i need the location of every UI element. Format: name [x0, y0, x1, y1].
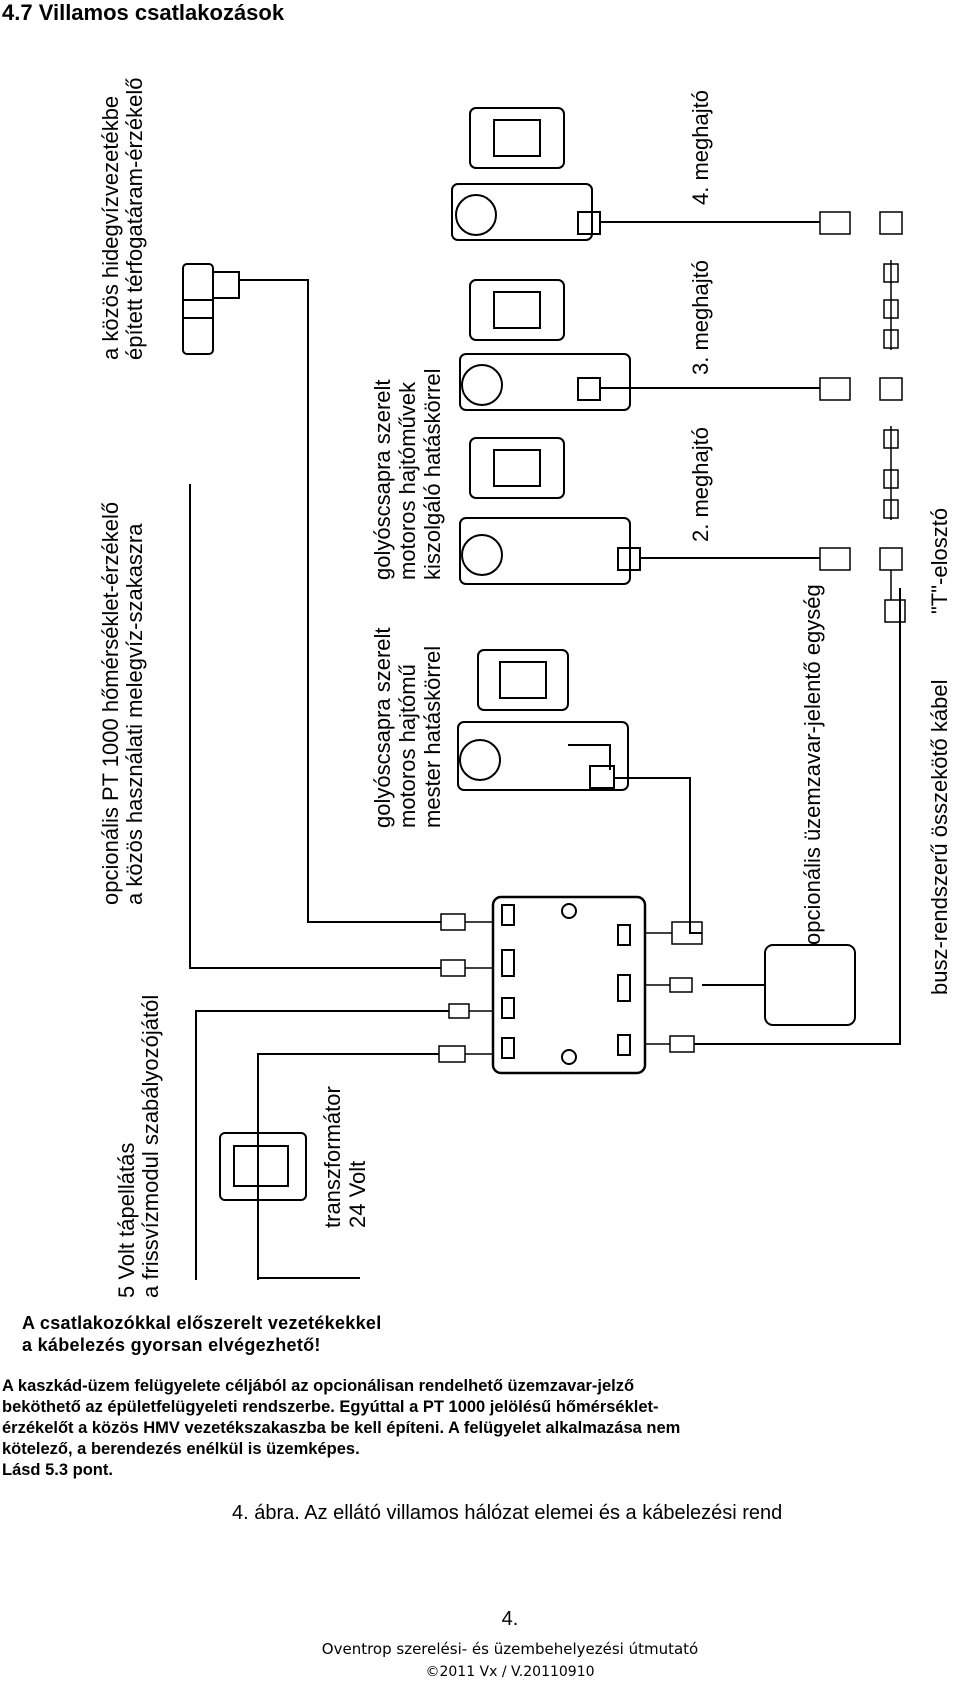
footer-manual-title: Oventrop szerelési- és üzembehelyezési ú… [321, 1640, 699, 1658]
footer-copyright: ©2011 Vx / V.20110910 [425, 1664, 595, 1680]
label-drive-3: 3. meghajtó [688, 260, 713, 375]
section-title: 4.7 Villamos csatlakozások [2, 0, 285, 25]
label-slaves-line2: motoros hajtóművek [395, 381, 420, 580]
drive-4-actuator [451, 107, 851, 241]
controller-box [491, 895, 647, 1075]
controller-right-connectors [645, 921, 703, 1053]
label-transformer-line2: 24 Volt [345, 1160, 370, 1228]
master-actuator [457, 649, 702, 934]
flow-sensor [182, 263, 240, 355]
label-bus-cable: busz-rendszerű összekötő kábel [927, 679, 952, 996]
label-master-line3: mester hatáskörrel [420, 645, 445, 828]
figure-caption: 4. ábra. Az ellátó villamos hálózat elem… [232, 1502, 783, 1524]
label-transformer-line1: transzformátor [320, 1086, 345, 1228]
label-t-splitter: "T"-elosztó [927, 507, 952, 614]
controller-left-connectors [438, 913, 493, 1063]
label-flow-sensor-line1: a közös hidegvízvezetékbe [98, 95, 123, 360]
paragraph-line: kötelező, a berendezés enélkül is üzemké… [2, 1440, 360, 1458]
paragraph-line: beköthető az épületfelügyeleti rendszerb… [2, 1398, 659, 1416]
label-master-line2: motoros hajtómű [395, 664, 420, 828]
prewired-note-line1: A csatlakozókkal előszerelt vezetékekkel [22, 1313, 382, 1333]
prewired-note: A csatlakozókkal előszerelt vezetékekkel… [22, 1312, 382, 1356]
label-pt1000-sensor-line2: a közös használati melegvíz-szakaszra [122, 523, 147, 906]
label-drive-2: 2. meghajtó [688, 427, 713, 542]
paragraph-line: Lásd 5.3 pont. [2, 1461, 113, 1479]
page-number: 4. [501, 1608, 519, 1630]
t-splitters [879, 211, 903, 600]
label-flow-sensor-line2: épített térfogatáram-érzékelő [122, 77, 147, 360]
label-drive-4: 4. meghajtó [688, 90, 713, 205]
paragraph-line: A kaszkád-üzem felügyelete céljából az o… [2, 1377, 635, 1395]
fault-signal-unit [694, 588, 906, 1045]
drive-3-actuator [459, 279, 851, 411]
label-power-line1: 5 Volt tápellátás [114, 1142, 139, 1298]
label-slaves-line1: golyóscsapra szerelt [370, 379, 395, 580]
drive-2-actuator [459, 437, 851, 585]
label-master-line1: golyóscsapra szerelt [370, 627, 395, 828]
wiring-diagram [182, 107, 906, 1280]
paragraph-line: érzékelőt a közös HMV vezetékszakaszba b… [2, 1419, 681, 1437]
left-wires [189, 279, 449, 1280]
label-slaves-line3: kiszolgáló hatáskörrel [420, 368, 445, 580]
label-power-line2: a frissvízmodul szabályozójától [138, 994, 163, 1298]
label-pt1000-sensor-line1: opcionális PT 1000 hőmérséklet-érzékelő [98, 501, 123, 905]
prewired-note-line2: a kábelezés gyorsan elvégezhető! [22, 1335, 321, 1355]
transformer [219, 1132, 307, 1201]
body-paragraph: A kaszkád-üzem felügyelete céljából az o… [2, 1376, 774, 1481]
label-fault-unit: opcionális üzemzavar-jelentő egység [800, 584, 825, 945]
